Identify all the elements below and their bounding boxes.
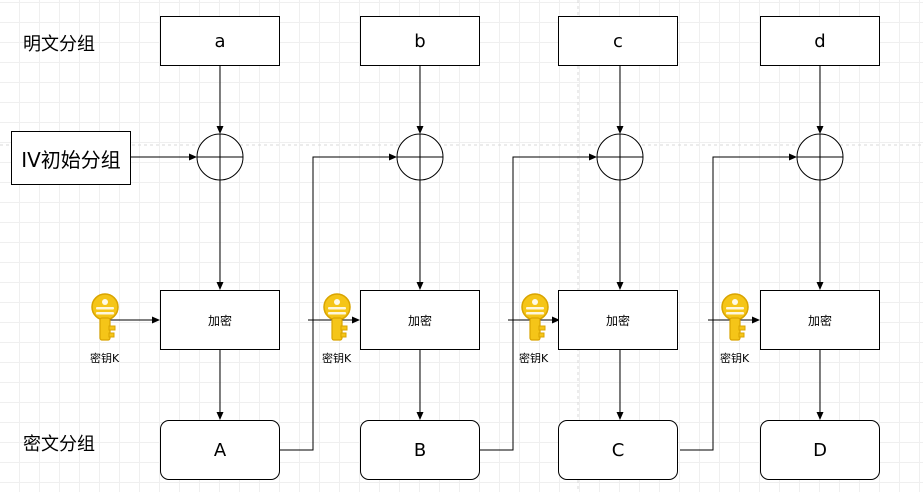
key-icon [320, 293, 354, 345]
plaintext-row-label: 明文分组 [23, 34, 95, 55]
xor-circle-icon [196, 133, 244, 181]
key-label: 密钥K [720, 352, 750, 365]
ciphertext-block: D [760, 420, 880, 480]
key-icon [718, 293, 752, 345]
ciphertext-block: B [360, 420, 480, 480]
plaintext-block: a [160, 16, 280, 66]
plaintext-block: d [760, 16, 880, 66]
encrypt-block: 加密 [160, 290, 280, 350]
iv-block: IV初始分组 [11, 131, 131, 185]
ciphertext-block: A [160, 420, 280, 480]
encrypt-block: 加密 [360, 290, 480, 350]
arrow-chain-cipher-to-xor [480, 153, 597, 451]
xor-circle-icon [796, 133, 844, 181]
xor-circle-icon [596, 133, 644, 181]
ciphertext-row-label: 密文分组 [23, 434, 95, 455]
plaintext-block: b [360, 16, 480, 66]
xor-circle-icon [396, 133, 444, 181]
key-label: 密钥K [322, 352, 352, 365]
ciphertext-block: C [558, 420, 678, 480]
arrow-chain-cipher-to-xor [680, 153, 797, 451]
key-icon [88, 293, 122, 345]
key-label: 密钥K [90, 352, 120, 365]
arrow-chain-cipher-to-xor [280, 153, 397, 451]
key-label: 密钥K [519, 352, 549, 365]
xor-nodes [196, 133, 844, 181]
encrypt-block: 加密 [760, 290, 880, 350]
encrypt-block: 加密 [558, 290, 678, 350]
plaintext-block: c [558, 16, 678, 66]
key-icon [518, 293, 552, 345]
connectors [102, 66, 824, 451]
